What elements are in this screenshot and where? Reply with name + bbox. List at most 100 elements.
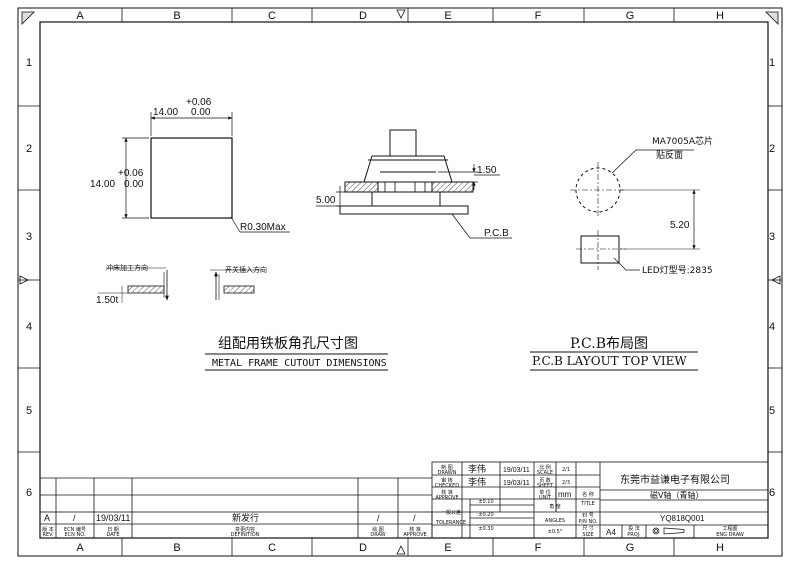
dim-top: 1.50 (477, 165, 497, 176)
tol-row-3: ±0.30 (478, 526, 493, 532)
tol-row-2: ±0.20 (478, 512, 493, 518)
scale-value: 2/1 (562, 467, 570, 473)
cutout-square (150, 137, 233, 219)
drawn-name: 李伟 (468, 463, 486, 475)
part-no-label-en: P/N NO. (578, 519, 598, 525)
dim-height-tol-lower: 0.00 (124, 179, 144, 190)
rev-value: A (44, 513, 50, 523)
row-label-right: 5 (769, 405, 775, 417)
checked-date: 19/03/11 (503, 480, 530, 487)
dim-spacing: 5.20 (670, 220, 690, 231)
col-label-bottom: H (716, 542, 724, 554)
name-label-en: TITLE (580, 501, 595, 507)
sheet-value: 2/3 (562, 480, 570, 486)
angle-label-cn: 角 度 (549, 503, 561, 510)
pcb-label: P.C.B (484, 228, 509, 239)
dim-width-tol-lower: 0.00 (191, 107, 211, 118)
col-label-top: C (268, 10, 276, 22)
eng-label-cn: 工程图 (722, 525, 737, 532)
centering-marks (19, 9, 781, 555)
outer-frame (17, 7, 783, 557)
checked-name: 李伟 (468, 476, 486, 488)
col-label-bottom: B (173, 542, 180, 554)
pcb-layout-view (570, 149, 700, 271)
inner-frame (39, 21, 769, 539)
col-label-top: F (535, 10, 542, 22)
sheet-label-en: SHEET (537, 483, 554, 489)
rev-approved-value: / (413, 513, 416, 523)
h-def-en: DEFINITION (231, 532, 260, 538)
angle-label-en: ANGLES (545, 518, 565, 524)
row-label-right: 6 (769, 487, 775, 499)
pcb-title-en: P.C.B LAYOUT TOP VIEW (532, 354, 687, 368)
h-def-cn: 变更内容 (235, 526, 255, 533)
col-label-bottom: F (535, 542, 542, 554)
general-tol-en: TOLERANCE (435, 520, 466, 526)
size-label-en: SIZE (582, 532, 593, 538)
cutout-title-cn: 组配用铁板角孔尺寸图 (218, 336, 358, 352)
part-name: 磁V轴（青轴） (650, 490, 703, 500)
name-label-cn: 名 称 (582, 491, 594, 498)
drawn-date: 19/03/11 (503, 467, 530, 474)
dim-height: 14.00 (90, 179, 115, 190)
col-label-top: B (173, 10, 180, 22)
size-label-cn: 尺 寸 (582, 525, 594, 532)
row-label-left: 3 (26, 231, 32, 243)
row-label-left: 1 (26, 57, 32, 69)
col-label-top: G (626, 10, 635, 22)
part-no-label-cn: 料 号 (582, 512, 594, 519)
col-label-top: E (444, 10, 451, 22)
h-ecn-en: ECN NO. (64, 532, 85, 538)
punch-direction-label: 冲床加工方向 (106, 263, 148, 272)
zone-dividers (18, 8, 782, 556)
cutout-title-en: METAL FRAME CUTOUT DIMENSIONS (212, 358, 387, 369)
row-label-left: 4 (26, 321, 32, 333)
unit-label-cn: 单 位 (539, 489, 551, 496)
dim-width: 14.00 (153, 107, 178, 118)
dim-switch-height: 5.00 (316, 195, 336, 206)
col-label-bottom: A (76, 542, 84, 554)
chip-label-line2: 贴反面 (656, 149, 683, 161)
h-drawn-en: DRAW (370, 532, 385, 538)
eng-label-en: ENG DRAW (716, 532, 744, 538)
angle-value: ±0.5° (548, 529, 563, 535)
revision-table-lines (39, 477, 433, 539)
approved-label-en: APPROVE (435, 495, 458, 501)
col-label-top: A (76, 10, 84, 22)
projection-label-cn: 投 法 (628, 525, 640, 532)
radius-note: R0.30Max (240, 222, 286, 233)
checked-label-en: CHECKED (435, 483, 459, 489)
rev-drawn-value: / (377, 513, 380, 523)
row-label-right: 3 (769, 231, 775, 243)
row-label-right: 1 (769, 57, 775, 69)
col-label-bottom: G (626, 542, 635, 554)
approved-label-cn: 核 准 (441, 489, 453, 496)
unit-value: mm (558, 490, 572, 499)
h-appr-en: APPROVE (403, 532, 426, 538)
company-name: 东莞市益谦电子有限公司 (620, 473, 730, 486)
row-label-left: 2 (26, 143, 32, 155)
h-date-en: DATE (106, 532, 119, 538)
general-tol-cn: 一般公差 (441, 509, 461, 516)
scale-label-cn: 比 例 (539, 464, 551, 471)
h-drawn-cn: 绘 图 (372, 526, 384, 533)
h-rev-cn: 版 本 (42, 526, 54, 533)
led-label: LED灯型号:2835 (642, 265, 713, 276)
projection-label-en: PROJ. (627, 532, 641, 538)
insert-direction-label: 开关插入方向 (225, 265, 267, 274)
drawn-label-cn: 制 图 (441, 464, 453, 471)
row-label-right: 4 (769, 321, 775, 333)
row-label-left: 5 (26, 405, 32, 417)
tol-row-1: ±0.10 (478, 499, 493, 505)
col-label-top: D (359, 10, 367, 22)
sheet-label-cn: 页 数 (539, 477, 551, 484)
checked-label-cn: 审 核 (441, 477, 453, 484)
h-rev-en: REV. (43, 532, 54, 538)
chip-label-line1: MA7005A芯片 (652, 135, 713, 147)
definition-value: 新发行 (232, 512, 259, 524)
plate-section: 冲床加工方向 开关插入方向 1.50t (96, 263, 267, 306)
row-label-left: 6 (26, 487, 32, 499)
rev-date-value: 19/03/11 (96, 513, 130, 523)
size-value: A4 (606, 528, 616, 537)
